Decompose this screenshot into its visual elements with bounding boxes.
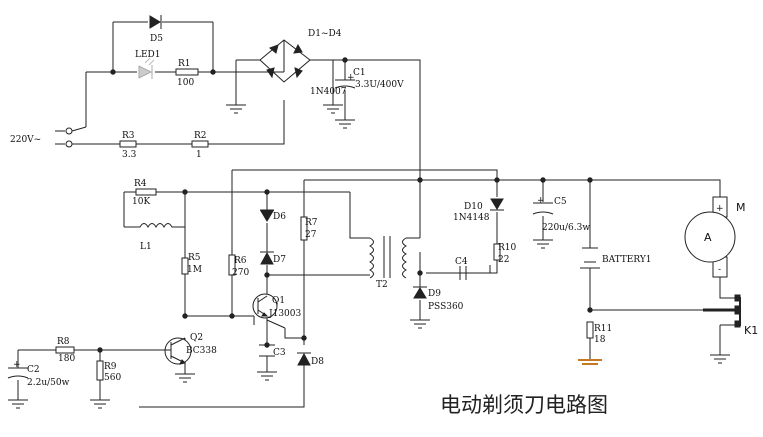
svg-text:Q1: Q1	[272, 296, 285, 306]
svg-text:R7: R7	[305, 218, 318, 228]
svg-text:BATTERY1: BATTERY1	[602, 255, 652, 265]
svg-text:PSS360: PSS360	[428, 302, 464, 312]
resistor-r3: R3 3.3	[119, 131, 137, 160]
svg-text:27: 27	[305, 230, 317, 240]
switch-k1: K1	[703, 294, 758, 337]
svg-text:A: A	[704, 231, 712, 244]
svg-text:L1: L1	[140, 242, 152, 252]
capacitor-c2: + C2 2.2u/50w	[7, 360, 70, 388]
svg-text:220u/6.3w: 220u/6.3w	[542, 223, 590, 233]
capacitor-c1: C1 + 3.3U/400V	[334, 68, 404, 90]
svg-text:R4: R4	[134, 179, 147, 189]
resistor-r7: R7 27	[300, 216, 318, 241]
resistor-r10: R10 22	[493, 243, 517, 265]
mains-plug: 220V~	[10, 126, 87, 148]
diode-d8: D8	[297, 352, 324, 367]
resistor-r6: R6 270	[228, 254, 249, 278]
svg-text:R1: R1	[178, 59, 191, 69]
svg-text:3.3: 3.3	[122, 150, 137, 160]
svg-text:100: 100	[177, 78, 194, 88]
wires	[17, 21, 735, 408]
inductor-l1: L1	[124, 223, 178, 252]
svg-text:-: -	[718, 265, 721, 275]
svg-text:LED1: LED1	[135, 50, 161, 60]
resistor-r2: R2 1	[191, 131, 209, 160]
svg-text:C2: C2	[27, 365, 40, 375]
svg-text:R2: R2	[194, 131, 207, 141]
svg-text:D7: D7	[273, 255, 286, 265]
svg-text:22: 22	[498, 255, 509, 265]
resistor-r5: R5 1M	[181, 253, 202, 275]
battery-battery1: BATTERY1	[580, 247, 652, 269]
svg-text:+: +	[716, 204, 724, 214]
junctions	[97, 57, 593, 353]
capacitor-c5: + C5 220u/6.3w	[532, 196, 590, 233]
svg-text:R3: R3	[122, 131, 135, 141]
svg-text:1: 1	[196, 150, 202, 160]
bridge-rectifier: D1~D4 1N4007	[236, 29, 347, 97]
svg-text:C4: C4	[455, 257, 468, 267]
transformer-t2: T2	[368, 236, 408, 290]
transistor-q2: Q2 BC338	[160, 333, 217, 365]
svg-text:D10: D10	[464, 202, 483, 212]
diode-d9: D9 PSS360	[413, 286, 464, 312]
svg-text:1M: 1M	[187, 265, 202, 275]
svg-text:18: 18	[594, 335, 606, 345]
svg-text:180: 180	[58, 354, 75, 364]
svg-text:R6: R6	[234, 256, 247, 266]
diode-d6: D6	[260, 209, 286, 222]
svg-text:2.2u/50w: 2.2u/50w	[27, 378, 70, 388]
svg-text:J13003: J13003	[268, 309, 302, 319]
resistor-r11: R11 18	[586, 321, 612, 345]
diagram-title: 电动剃须刀电路图	[440, 393, 608, 417]
svg-text:10K: 10K	[132, 197, 150, 207]
resistor-r1: R1 100	[175, 59, 199, 88]
diode-d10: D10 1N4148	[453, 198, 504, 223]
svg-text:+: +	[13, 360, 21, 370]
svg-text:R10: R10	[498, 243, 517, 253]
resistor-r9: R9 560	[96, 360, 121, 383]
svg-text:D5: D5	[150, 34, 163, 44]
svg-text:T2: T2	[376, 280, 388, 290]
capacitor-c3: C3	[259, 344, 286, 358]
svg-text:D8: D8	[311, 357, 324, 367]
led-led1: LED1	[135, 50, 161, 79]
resistor-r4: R4 10K	[132, 179, 157, 207]
diode-d7: D7	[260, 251, 286, 265]
resistor-r8: R8 180	[55, 337, 75, 364]
svg-text:C1: C1	[353, 68, 366, 78]
transistor-q1: Q1 J13003	[252, 293, 302, 319]
svg-text:C5: C5	[554, 197, 567, 207]
svg-text:R5: R5	[188, 253, 201, 263]
svg-text:1N4007: 1N4007	[310, 87, 347, 97]
svg-text:R11: R11	[594, 324, 612, 334]
svg-text:M: M	[736, 201, 746, 214]
svg-text:Q2: Q2	[190, 333, 203, 343]
svg-text:+: +	[347, 73, 355, 83]
diode-d5: D5	[149, 15, 163, 44]
mains-label: 220V~	[10, 135, 41, 145]
svg-text:R8: R8	[57, 337, 70, 347]
svg-text:D9: D9	[428, 289, 441, 299]
svg-text:D6: D6	[273, 212, 286, 222]
svg-text:1N4148: 1N4148	[453, 213, 490, 223]
svg-text:560: 560	[104, 373, 121, 383]
svg-text:270: 270	[232, 268, 249, 278]
capacitor-c4: C4	[455, 257, 468, 280]
svg-text:+: +	[537, 196, 545, 206]
svg-text:3.3U/400V: 3.3U/400V	[355, 80, 404, 90]
motor-m: + - A M	[684, 196, 746, 278]
svg-text:K1: K1	[744, 324, 758, 337]
svg-text:C3: C3	[273, 348, 286, 358]
svg-text:D1~D4: D1~D4	[308, 29, 342, 39]
svg-text:BC338: BC338	[186, 346, 217, 356]
ground-symbols	[8, 104, 730, 409]
svg-text:R9: R9	[104, 362, 117, 372]
